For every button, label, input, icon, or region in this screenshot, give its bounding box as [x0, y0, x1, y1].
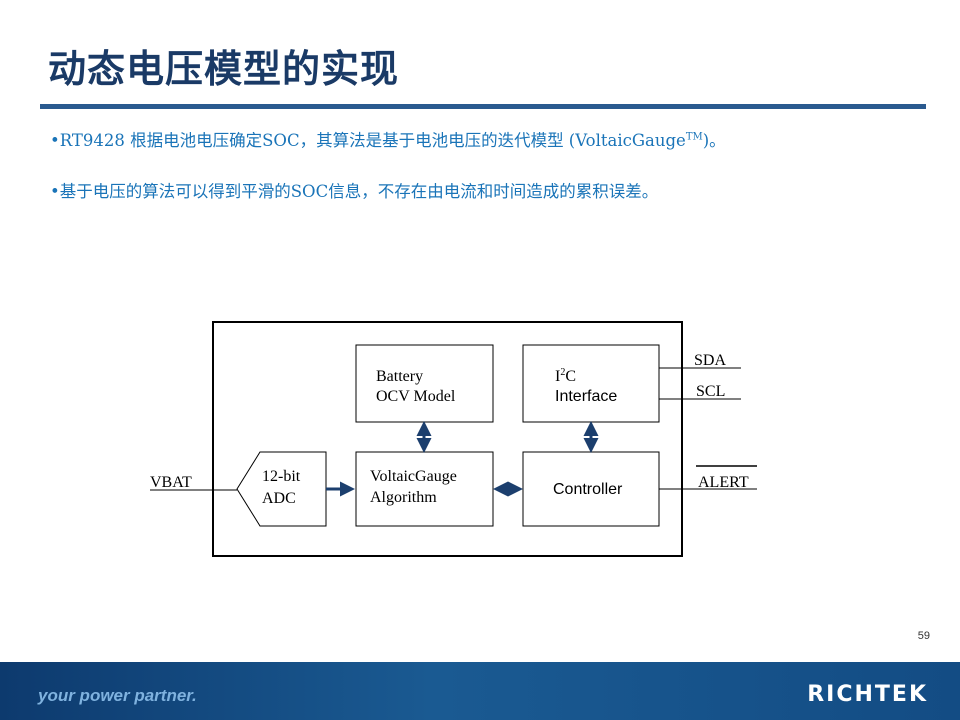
i2c-c: C [565, 368, 576, 385]
alert-label: ALERT [698, 474, 749, 491]
battery-label: Battery [376, 368, 423, 385]
page-number: 59 [917, 630, 930, 642]
bullet-1: •RT9428 根据电池电压确定SOC，其算法是基于电池电压的迭代模型 (Vol… [50, 127, 726, 151]
scl-label: SCL [696, 383, 725, 400]
chip-outline [212, 321, 683, 557]
controller-label: Controller [553, 481, 623, 498]
slide-title: 动态电压模型的实现 [48, 47, 400, 91]
sda-label: SDA [694, 352, 726, 369]
battery-ocv-block [355, 344, 494, 423]
footer-tagline: your power partner. [38, 686, 197, 705]
adc-bits-label: 12-bit [262, 468, 301, 485]
trademark-sup: TM [685, 131, 703, 143]
bullet-2: •基于电压的算法可以得到平滑的SOC信息，不存在由电流和时间造成的累积误差。 [50, 182, 659, 201]
adc-label: ADC [262, 490, 296, 507]
i2c-sup: 2 [560, 367, 565, 378]
voltaicgauge-label: VoltaicGauge [370, 468, 457, 485]
vbat-label: VBAT [150, 474, 192, 491]
voltaicgauge-algorithm-block [355, 451, 494, 527]
i2c-label: I2C [555, 367, 576, 385]
footer-bar: your power partner. RICHTEK [0, 662, 960, 720]
adc-block [236, 451, 327, 527]
interface-label: Interface [555, 388, 617, 405]
richtek-logo: RICHTEK [807, 682, 928, 707]
i2c-interface-block [522, 344, 660, 423]
bullet-1-text: •RT9428 根据电池电压确定SOC，其算法是基于电池电压的迭代模型 (Vol… [50, 131, 686, 150]
bullet-1-end: )。 [702, 131, 726, 150]
algorithm-label: Algorithm [370, 489, 437, 506]
ocv-model-label: OCV Model [376, 388, 456, 405]
title-underline [40, 104, 926, 109]
i2c-i: I [555, 368, 560, 385]
